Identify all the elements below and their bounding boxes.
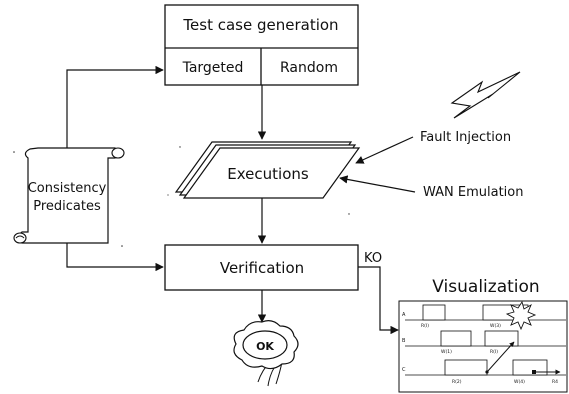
visualization-title: Visualization — [432, 277, 539, 297]
event-label: W(4) — [514, 379, 525, 385]
ok-label: OK — [256, 340, 274, 353]
event-label: R(2) — [452, 379, 462, 385]
event-label: R(I) — [490, 349, 498, 355]
visualization-timeline: A B C R(I) W(3) W(1) R(I) R(2) W(4) R4 — [398, 300, 568, 393]
random-label: Random — [280, 60, 338, 76]
arrow-wan-emulation — [339, 175, 416, 193]
ko-label: KO — [364, 251, 382, 266]
test-case-generation-box: Test case generation Targeted Random — [164, 4, 359, 86]
arrow-ko-to-visualization — [358, 266, 399, 335]
fault-injection-label: Fault Injection — [420, 130, 511, 145]
event-label: R4 — [552, 379, 558, 385]
targeted-label: Targeted — [182, 60, 244, 76]
seal-badge-icon: OK — [233, 320, 299, 387]
consistency-label: Consistency — [28, 181, 107, 196]
arrow-fault-injection — [355, 136, 414, 164]
speck-marks — [13, 146, 350, 247]
arrow-predicates-to-verification — [66, 243, 164, 272]
verification-box: Verification — [164, 244, 359, 291]
event-label: W(1) — [441, 349, 452, 355]
scroll-icon: Consistency Predicates — [13, 147, 125, 244]
executions-shape: Executions — [174, 141, 361, 199]
predicates-label: Predicates — [33, 199, 101, 214]
event-label: R(I) — [421, 323, 429, 329]
row-label-a: A — [402, 312, 406, 318]
row-label-c: C — [402, 367, 406, 373]
arrow-predicates-to-targeted — [66, 65, 164, 148]
executions-label: Executions — [227, 165, 309, 183]
test-case-generation-label: Test case generation — [182, 16, 338, 34]
lightning-bolt-icon — [450, 71, 521, 119]
explosion-burst-icon — [505, 300, 537, 331]
event-label: W(3) — [490, 323, 501, 329]
row-label-b: B — [402, 338, 406, 344]
wan-emulation-label: WAN Emulation — [423, 185, 524, 200]
verification-label: Verification — [220, 259, 304, 277]
